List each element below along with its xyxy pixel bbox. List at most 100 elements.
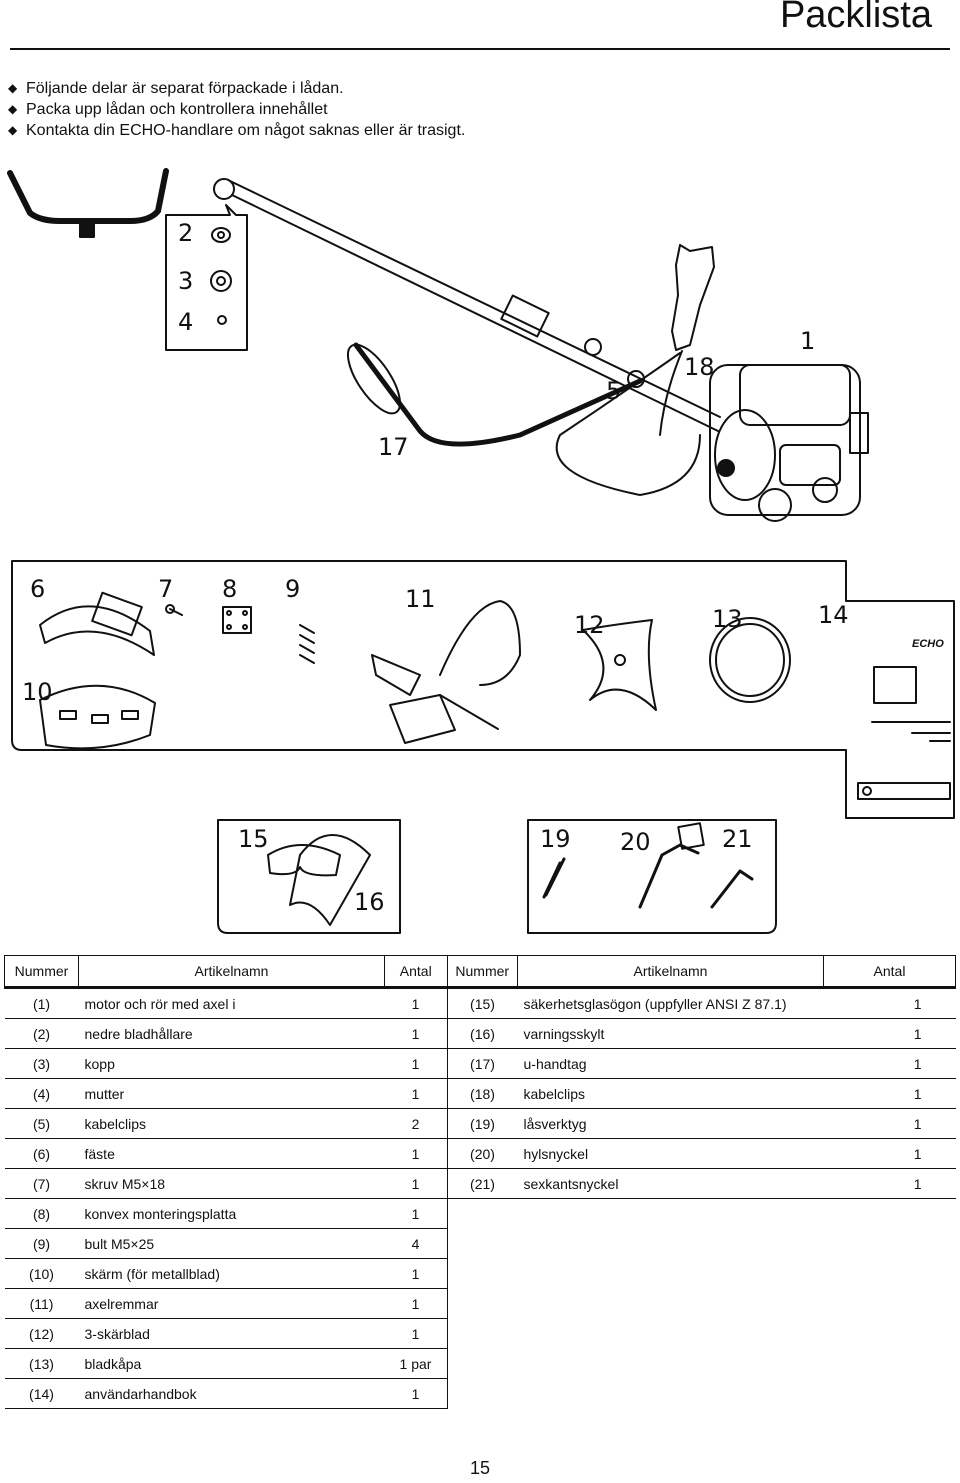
table-cell: 1 — [823, 1018, 956, 1049]
table-cell: fäste — [78, 1138, 385, 1169]
table-cell: (10) — [4, 1258, 79, 1289]
accessories-panel — [11, 560, 955, 819]
callout-11: 11 — [405, 585, 436, 613]
table-cell — [824, 1349, 956, 1379]
table-cell — [518, 1289, 824, 1319]
table-cell: (19) — [446, 1108, 518, 1139]
parts-table: Nummer Artikelnamn Antal Nummer Artikeln… — [4, 955, 956, 1409]
table-cell: hylsnyckel — [517, 1138, 824, 1169]
table-cell: 1 — [384, 1138, 447, 1169]
table-cell: kabelclips — [517, 1078, 824, 1109]
table-cell: kopp — [78, 1048, 385, 1079]
table-cell: bladkåpa — [78, 1348, 385, 1379]
table-cell: 1 — [823, 1168, 956, 1199]
table-cell: 1 — [384, 1048, 447, 1079]
table-cell: 1 — [823, 1078, 956, 1109]
table-cell: 1 — [384, 986, 447, 1019]
table-cell — [446, 1288, 518, 1319]
callout-8: 8 — [222, 575, 237, 603]
bullet-icon: ◆ — [8, 102, 18, 116]
table-cell: 1 — [384, 1288, 447, 1319]
table-cell — [518, 1199, 824, 1229]
table-cell — [518, 1349, 824, 1379]
callout-2: 2 — [178, 219, 193, 247]
table-cell — [518, 1259, 824, 1289]
table-row: (10)skärm (för metallblad)1 — [4, 1258, 956, 1289]
table-cell: (9) — [4, 1228, 79, 1259]
table-cell: 1 — [384, 1168, 447, 1199]
table-cell — [824, 1289, 956, 1319]
table-cell: 4 — [384, 1228, 447, 1259]
title-rule — [10, 48, 950, 50]
callout-21: 21 — [722, 825, 753, 853]
table-cell: (16) — [446, 1018, 518, 1049]
table-cell: (7) — [4, 1168, 79, 1199]
table-cell — [446, 1318, 518, 1349]
table-cell: (2) — [4, 1018, 79, 1049]
table-cell — [824, 1259, 956, 1289]
blade-holder-callout — [165, 204, 248, 351]
table-cell: 1 — [823, 1138, 956, 1169]
table-cell — [518, 1229, 824, 1259]
col-header: Antal — [384, 955, 448, 988]
table-cell: 1 — [384, 1198, 447, 1229]
table-cell: 1 — [384, 1258, 447, 1289]
table-cell: bult M5×25 — [78, 1228, 385, 1259]
callout-5: 5 — [606, 377, 621, 405]
callout-17: 17 — [378, 433, 409, 461]
table-cell — [824, 1379, 956, 1409]
table-cell — [824, 1199, 956, 1229]
handlebar-drawing — [7, 168, 169, 238]
table-cell — [824, 1229, 956, 1259]
table-cell: 1 — [823, 986, 956, 1019]
table-cell: 2 — [384, 1108, 447, 1139]
callout-7: 7 — [158, 575, 173, 603]
col-header: Artikelnamn — [78, 955, 385, 988]
table-cell — [824, 1319, 956, 1349]
callout-16: 16 — [354, 888, 385, 916]
col-header: Antal — [823, 955, 956, 988]
tools-panel — [527, 819, 777, 934]
table-cell: 1 — [384, 1378, 447, 1409]
table-cell: (5) — [4, 1108, 79, 1139]
table-cell: 1 — [384, 1078, 447, 1109]
intro-item: ◆Packa upp lådan och kontrollera innehål… — [8, 101, 328, 118]
table-cell: säkerhetsglasögon (uppfyller ANSI Z 87.1… — [517, 986, 824, 1019]
table-cell: (20) — [446, 1138, 518, 1169]
table-cell: (13) — [4, 1348, 79, 1379]
col-header: Nummer — [4, 955, 79, 988]
table-cell: mutter — [78, 1078, 385, 1109]
table-cell: skruv M5×18 — [78, 1168, 385, 1199]
table-cell — [446, 1378, 518, 1409]
callout-13: 13 — [712, 605, 743, 633]
table-cell: (12) — [4, 1318, 79, 1349]
table-cell: axelremmar — [78, 1288, 385, 1319]
table-cell: (14) — [4, 1378, 79, 1409]
page-title: Packlista — [779, 0, 932, 36]
table-cell: 1 — [384, 1018, 447, 1049]
table-cell: varningsskylt — [517, 1018, 824, 1049]
callout-19: 19 — [540, 825, 571, 853]
table-cell: låsverktyg — [517, 1108, 824, 1139]
intro-list: ◆Följande delar är separat förpackade i … — [8, 78, 465, 141]
table-cell: u-handtag — [517, 1048, 824, 1079]
callout-3: 3 — [178, 267, 193, 295]
engine-shaft-drawing — [213, 178, 869, 522]
table-cell — [518, 1319, 824, 1349]
table-cell: 3-skärblad — [78, 1318, 385, 1349]
callout-12: 12 — [574, 611, 605, 639]
table-cell: motor och rör med axel i — [78, 986, 385, 1019]
table-cell: nedre bladhållare — [78, 1018, 385, 1049]
table-cell — [518, 1379, 824, 1409]
table-cell: (4) — [4, 1078, 79, 1109]
table-cell: (21) — [446, 1168, 518, 1199]
